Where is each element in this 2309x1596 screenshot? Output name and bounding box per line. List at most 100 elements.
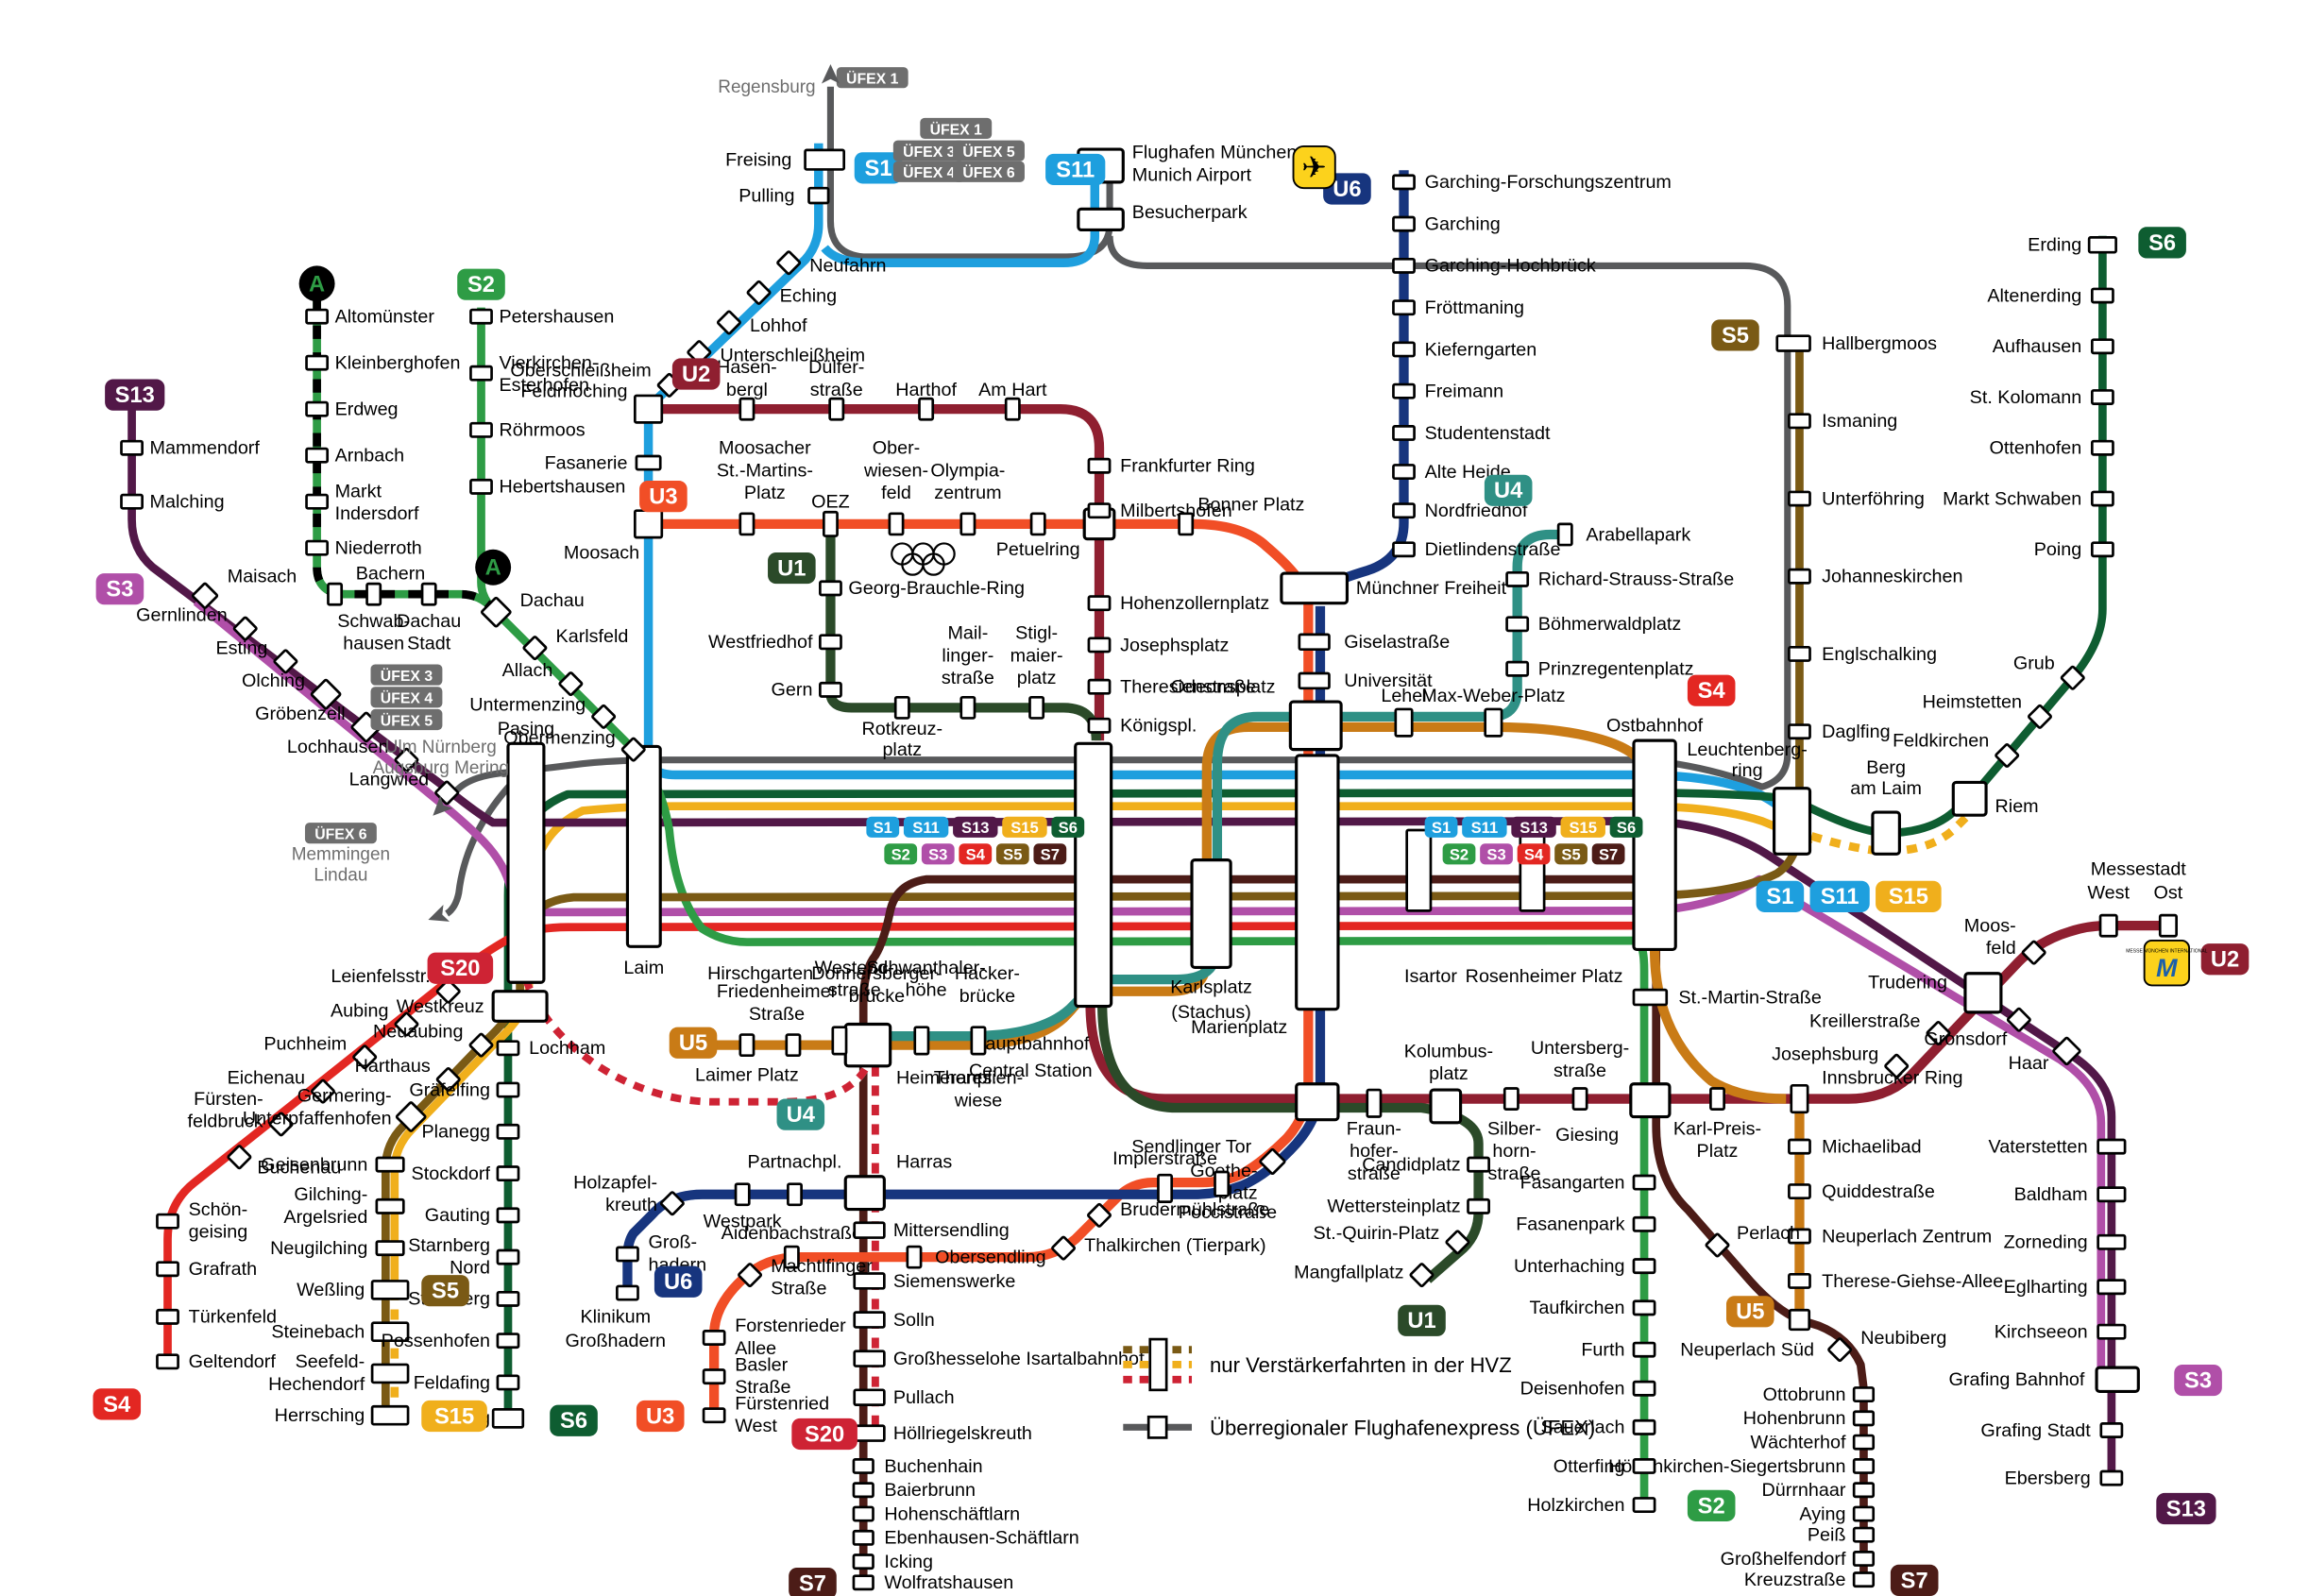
station-baierbrunn-marker[interactable] xyxy=(852,1482,874,1499)
station-moosach-marker[interactable] xyxy=(633,509,664,539)
interchange-trudering[interactable] xyxy=(1963,972,2003,1014)
station-possenhofen-marker[interactable] xyxy=(496,1333,520,1350)
station-ismaning-marker[interactable] xyxy=(1788,413,1811,430)
interchange-ostbahnhof[interactable] xyxy=(1632,739,1677,952)
station-geisenbrunn-marker[interactable] xyxy=(375,1156,405,1173)
station-frankfurter-ring-marker[interactable] xyxy=(1087,457,1112,474)
badge-ufex-bg[interactable] xyxy=(953,161,1025,182)
interchange-hauptbahnhof[interactable] xyxy=(1074,741,1113,1009)
station-innsbrucker-ring-marker[interactable] xyxy=(1790,1083,1809,1114)
station-schoengeising-marker[interactable] xyxy=(156,1213,179,1230)
interchange-leuchtenbergring[interactable] xyxy=(1772,787,1812,856)
station-roehrmoos-marker[interactable] xyxy=(469,421,493,438)
station-mittersendling-marker[interactable] xyxy=(853,1221,886,1239)
station-bachern-marker[interactable] xyxy=(327,582,344,606)
station-pullach-marker[interactable] xyxy=(853,1388,886,1406)
station-partnachplatz-marker[interactable] xyxy=(787,1182,803,1207)
station-koenigsplatz-marker[interactable] xyxy=(1087,717,1112,734)
station-harthaus-marker[interactable] xyxy=(435,1067,461,1092)
station-richard-strauss-strasse-marker[interactable] xyxy=(1505,570,1530,587)
station-therese-giehse-allee-marker[interactable] xyxy=(1788,1272,1811,1289)
station-duerrnhaar-marker[interactable] xyxy=(1852,1482,1876,1499)
station-oez-marker[interactable] xyxy=(822,510,839,537)
station-daglfing-marker[interactable] xyxy=(1788,723,1811,740)
station-fuerstenried-west-marker[interactable] xyxy=(702,1407,726,1424)
station-wessling-marker[interactable] xyxy=(370,1280,410,1300)
station-siemenswerke-marker[interactable] xyxy=(853,1272,886,1290)
badge-s1-bg[interactable] xyxy=(1756,880,1805,912)
station-nordfriedhof-marker[interactable] xyxy=(1392,502,1416,519)
station-fasanerie-marker[interactable] xyxy=(635,454,662,471)
station-boehmerwaldplatz-marker[interactable] xyxy=(1505,616,1530,633)
chip-s2-bg[interactable] xyxy=(884,843,918,865)
station-neugilching-marker[interactable] xyxy=(375,1240,405,1257)
station-feldkirchen-marker[interactable] xyxy=(1995,742,2020,768)
station-kleinberghofen-marker[interactable] xyxy=(305,354,330,371)
badge-s6-bg[interactable] xyxy=(550,1404,598,1436)
station-vierkirchen-esterhofen-marker[interactable] xyxy=(469,365,493,382)
chip-s15-bg[interactable] xyxy=(1002,816,1047,838)
station-westpark-marker[interactable] xyxy=(734,1182,751,1207)
station-eichenau-marker[interactable] xyxy=(310,1078,335,1104)
station-moosacher-st-martins-platz-marker[interactable] xyxy=(739,512,756,536)
interchange-karlsplatz[interactable] xyxy=(1190,858,1232,970)
station-eching-marker[interactable] xyxy=(746,280,772,305)
badge-s2-bg[interactable] xyxy=(457,268,505,300)
station-steinebach-marker[interactable] xyxy=(370,1321,410,1343)
station-hoellriegelskreuth-marker[interactable] xyxy=(853,1424,886,1442)
station-mangfallplatz-marker[interactable] xyxy=(1409,1263,1435,1288)
interchange-sendlinger-tor[interactable] xyxy=(1295,1082,1340,1122)
interchange-westkreuz[interactable] xyxy=(491,990,549,1023)
station-obersendling-marker[interactable] xyxy=(906,1245,923,1269)
station-feldafing-marker[interactable] xyxy=(496,1374,520,1391)
interchange-marienplatz[interactable] xyxy=(1295,754,1340,1011)
station-prinzregentenplatz-marker[interactable] xyxy=(1505,660,1530,677)
station-erding-marker[interactable] xyxy=(2087,236,2117,254)
station-friedenheimer-strasse-marker[interactable] xyxy=(785,1033,802,1058)
badge-s4-bg[interactable] xyxy=(1687,674,1736,706)
station-leienfelsstr--marker[interactable] xyxy=(435,978,461,1004)
station-grub-marker[interactable] xyxy=(2060,665,2085,690)
station-hohenbrunn-marker[interactable] xyxy=(1852,1410,1876,1427)
badge-s20-bg[interactable] xyxy=(791,1418,857,1451)
station-neufahrn-marker[interactable] xyxy=(776,250,802,276)
chip-s13-bg[interactable] xyxy=(953,816,998,838)
chip-s5-bg[interactable] xyxy=(995,843,1029,865)
station-untermenzing-marker[interactable] xyxy=(591,704,617,729)
station-machtlfinger-strasse-marker[interactable] xyxy=(738,1263,763,1288)
station-hallbergmoos-marker[interactable] xyxy=(1775,334,1811,352)
badge-u4-bg[interactable] xyxy=(1484,474,1533,506)
station-ebenhausen-schaeftlarn-marker[interactable] xyxy=(852,1529,874,1546)
badge-ufex-bg[interactable] xyxy=(836,67,908,89)
interchange-pasing[interactable] xyxy=(506,741,546,984)
station-peiss-marker[interactable] xyxy=(1852,1526,1876,1543)
station-am-hart-marker[interactable] xyxy=(1004,397,1021,421)
station-kirchseeon-marker[interactable] xyxy=(2097,1323,2127,1340)
station-theresienstrasse-marker[interactable] xyxy=(1087,678,1112,695)
badge-s3-bg[interactable] xyxy=(95,573,144,605)
station-waechterhof-marker[interactable] xyxy=(1852,1434,1876,1451)
station-pulling-marker[interactable] xyxy=(807,186,830,205)
station-garching-marker[interactable] xyxy=(1392,215,1416,232)
badge-a-bg[interactable] xyxy=(475,549,512,586)
station-hohenzollernplatz-marker[interactable] xyxy=(1087,595,1112,612)
chip-s1-bg[interactable] xyxy=(866,816,900,838)
station-tutzing-marker[interactable] xyxy=(491,1408,525,1429)
station-bonner-platz-marker[interactable] xyxy=(1178,512,1195,536)
station-aufhausen-marker[interactable] xyxy=(2090,338,2114,355)
badge-ufex-bg[interactable] xyxy=(370,687,443,708)
station-lehel-marker[interactable] xyxy=(1394,707,1414,738)
station-solln-marker[interactable] xyxy=(853,1311,886,1329)
station-alte-heide-marker[interactable] xyxy=(1392,464,1416,481)
station-maillingerstrasse-marker[interactable] xyxy=(959,695,976,720)
station-planegg-marker[interactable] xyxy=(496,1123,520,1140)
station-wettersteinplatz-marker[interactable] xyxy=(1467,1197,1490,1214)
station-milbertshofen-marker[interactable] xyxy=(1087,502,1112,519)
interchange-kolumbusplatz[interactable] xyxy=(1429,1088,1463,1125)
station-seefeld-hechendorf-marker[interactable] xyxy=(370,1363,410,1384)
station-dachau-marker[interactable] xyxy=(480,596,512,628)
station-michaelibad-marker[interactable] xyxy=(1788,1138,1811,1155)
station-graefelfing-marker[interactable] xyxy=(496,1081,520,1098)
station-neuperlach-sued-marker[interactable] xyxy=(1788,1308,1811,1332)
station-heimstetten-marker[interactable] xyxy=(2027,704,2052,729)
